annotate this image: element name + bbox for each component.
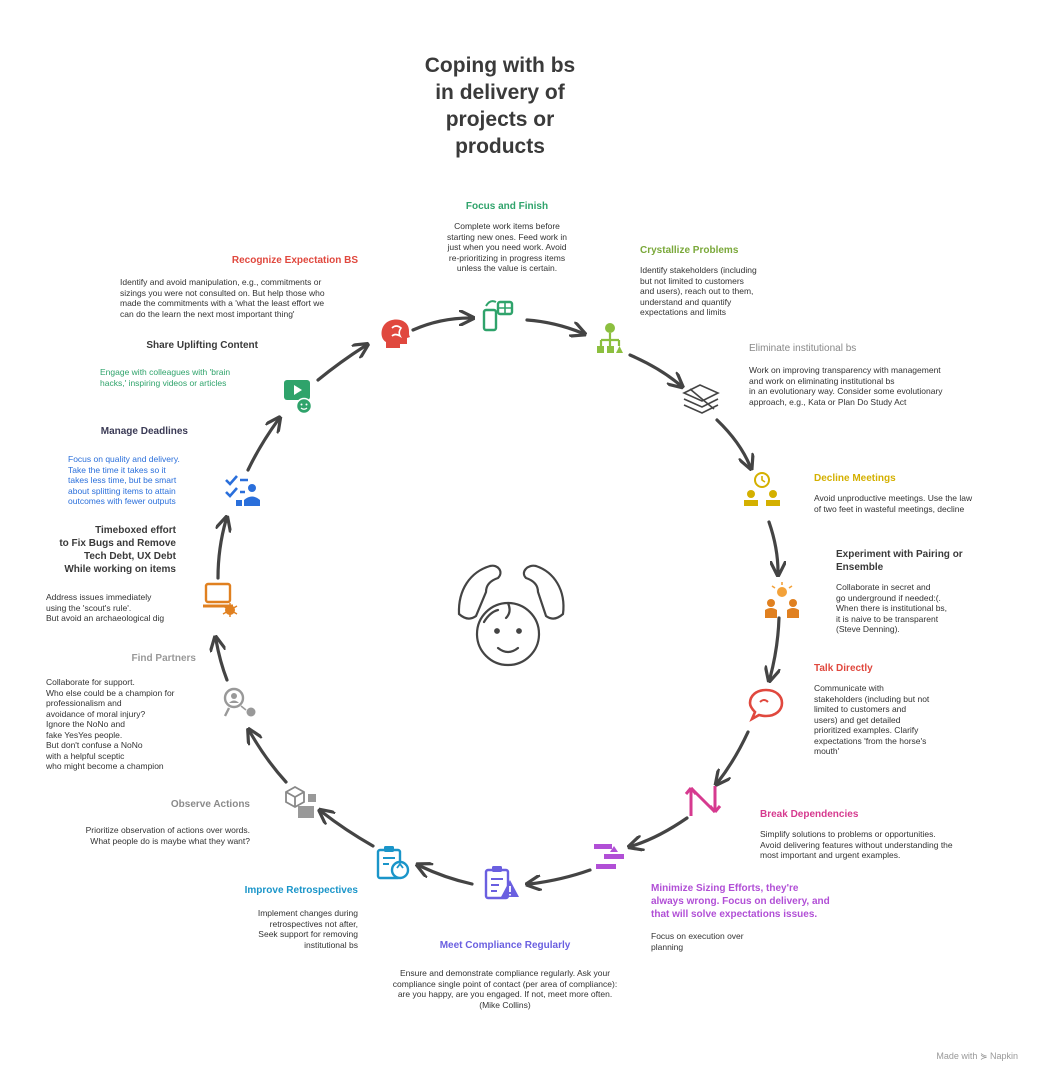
item-timeboxed-effort: Timeboxed effort to Fix Bugs and Remove … [46, 524, 246, 624]
item-break-dependencies: Break Dependencies Simplify solutions to… [760, 808, 1000, 861]
meeting-clock-icon [744, 472, 780, 506]
item-title: Minimize Sizing Efforts, they're always … [651, 883, 830, 920]
head-mind-icon [381, 319, 410, 348]
arrow-7 [718, 730, 750, 782]
item-title: Break Dependencies [760, 809, 859, 820]
search-person-icon [223, 687, 256, 717]
clipboard-refresh-icon [376, 846, 410, 880]
item-title: Focus and Finish [465, 201, 549, 212]
item-meet-compliance: Meet Compliance Regularly Ensure and dem… [370, 939, 640, 1010]
item-desc: Work on improving transparency with mana… [749, 365, 943, 407]
laptop-bug-icon [203, 582, 238, 617]
item-talk-directly: Talk Directly Communicate with stakehold… [814, 662, 974, 757]
item-experiment-pairing: Experiment with Pairing or Ensemble Coll… [836, 548, 1006, 635]
arrow-13 [216, 640, 229, 682]
item-desc: Address issues immediately using the 'sc… [46, 592, 165, 623]
item-observe-actions: Observe Actions Prioritize observation o… [40, 798, 250, 846]
arrow-12 [250, 732, 288, 784]
item-title: Improve Retrospectives [244, 885, 358, 896]
item-desc: Identify stakeholders (including but not… [640, 265, 757, 317]
arrow-1 [411, 318, 470, 332]
item-title: Crystallize Problems [640, 245, 739, 256]
item-desc: Focus on execution over planning [651, 931, 744, 952]
item-title: Timeboxed effort to Fix Bugs and Remove … [59, 525, 176, 575]
center-face-icon [457, 564, 565, 667]
item-title: Recognize Expectation BS [231, 255, 358, 266]
item-focus-and-finish: Focus and Finish Complete work items bef… [432, 200, 582, 274]
clipboard-warning-icon [484, 866, 519, 900]
item-recognize-expectation-bs: Recognize Expectation BS Identify and av… [120, 254, 370, 319]
arrow-5 [767, 520, 778, 572]
layers-stack-icon [682, 384, 720, 414]
sizing-bars-icon [594, 844, 624, 869]
item-desc: Implement changes during retrospectives … [257, 908, 358, 950]
item-desc: Complete work items before starting new … [446, 221, 567, 273]
item-desc: Collaborate for support. Who else could … [46, 677, 175, 771]
item-title: Talk Directly [814, 663, 873, 674]
item-title: Share Uplifting Content [146, 340, 258, 351]
item-desc: Prioritize observation of actions over w… [85, 825, 250, 846]
item-title: Experiment with Pairing or Ensemble [836, 549, 963, 573]
item-desc: Engage with colleagues with 'brain hacks… [100, 367, 231, 388]
item-desc: Communicate with stakeholders (including… [814, 683, 930, 756]
checklist-person-icon [225, 475, 260, 506]
item-title: Eliminate institutional bs [749, 343, 857, 354]
item-improve-retrospectives: Improve Retrospectives Implement changes… [218, 884, 358, 950]
item-eliminate-institutional-bs: Eliminate institutional bs Work on impro… [749, 342, 979, 407]
item-manage-deadlines: Manage Deadlines Focus on quality and de… [68, 425, 238, 507]
item-title: Manage Deadlines [100, 426, 188, 437]
item-decline-meetings: Decline Meetings Avoid unproductive meet… [814, 472, 1014, 514]
item-desc: Focus on quality and delivery. Take the … [68, 454, 180, 506]
item-desc: Identify and avoid manipulation, e.g., c… [120, 277, 325, 319]
split-arrows-icon [684, 786, 722, 816]
pair-idea-icon [765, 582, 799, 618]
item-title: Find Partners [131, 653, 196, 664]
page-title: Coping with bs in delivery of projects o… [424, 54, 576, 158]
cubes-observe-icon [285, 785, 316, 818]
item-crystallize-problems: Crystallize Problems Identify stakeholde… [640, 244, 810, 318]
arrow-9 [530, 868, 592, 884]
arrow-4 [715, 418, 750, 466]
item-title: Decline Meetings [814, 473, 896, 484]
footer-credit: Made with ⋟ Napkin [936, 1051, 1018, 1061]
arrow-3 [628, 353, 680, 385]
item-minimize-sizing: Minimize Sizing Efforts, they're always … [651, 882, 851, 952]
speech-bubble-icon [748, 688, 784, 723]
org-chart-icon [597, 323, 623, 353]
item-title: Meet Compliance Regularly [439, 940, 571, 951]
arrow-6 [770, 616, 779, 678]
arrow-8 [632, 816, 689, 846]
item-desc: Collaborate in secret and go underground… [836, 582, 948, 634]
item-share-uplifting-content: Share Uplifting Content Engage with coll… [100, 339, 280, 388]
phone-swap-icon [482, 300, 514, 332]
arrow-14 [218, 520, 226, 580]
item-title: Observe Actions [170, 799, 250, 810]
arrow-10 [420, 866, 474, 886]
arrow-11 [322, 812, 375, 848]
video-smile-icon [284, 380, 313, 415]
arrow-2 [525, 318, 582, 333]
item-desc: Avoid unproductive meetings. Use the law… [814, 493, 973, 514]
item-desc: Simplify solutions to problems or opport… [760, 829, 953, 860]
item-find-partners: Find Partners Collaborate for support. W… [46, 652, 246, 772]
arrow-15 [246, 420, 278, 472]
item-desc: Ensure and demonstrate compliance regula… [392, 968, 618, 1010]
arrow-16 [316, 346, 365, 382]
